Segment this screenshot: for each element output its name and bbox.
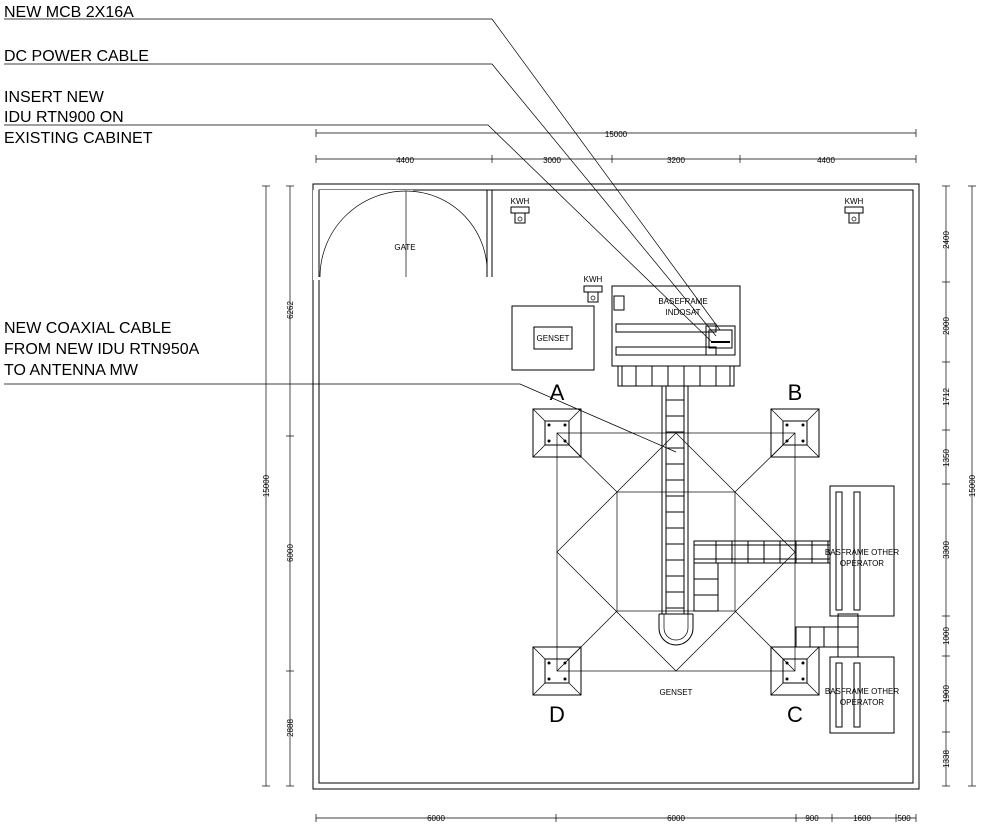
baseframe-other-operator-lower: BASFRAME OTHER OPERATOR [825,656,899,734]
baseframe-other-upper-label-2: OPERATOR [840,559,884,568]
tower-leg-footing-b [770,408,820,458]
baseframe-other-lower-label-2: OPERATOR [840,698,884,707]
genset-box-label: GENSET [537,334,570,343]
site-boundary [312,183,920,790]
callout-idu-line1: INSERT NEW [4,89,105,106]
dim-top-seg-3: 3200 [667,156,685,165]
tower-leg-label-d: D [549,702,565,727]
kwh-meter-2: KWH [844,197,864,224]
dim-bottom-seg-1: 6000 [427,814,445,823]
tower-footprint [556,432,796,672]
baseframe-indosat-label-1: BASEFRAME [658,297,707,306]
dim-bottom-seg-5: 500 [897,814,911,823]
kwh-meter-3-label: KWH [584,275,603,284]
dim-top-seg-4: 4400 [817,156,835,165]
baseframe-indosat: BASEFRAME INDOSAT [611,285,741,367]
leader-line-dc-cable [4,63,717,337]
dim-bottom-seg-2: 6000 [667,814,685,823]
callout-mcb: NEW MCB 2X16A [4,4,721,331]
dim-right-seg-5: 3300 [942,541,951,559]
callout-coax-line1: NEW COAXIAL CABLE [4,320,171,337]
dim-bottom-seg-4: 1600 [853,814,871,823]
dim-bottom-seg-3: 900 [805,814,819,823]
dim-right-seg-1: 2400 [942,231,951,249]
baseframe-other-operator-upper: BASFRAME OTHER OPERATOR [825,485,899,617]
dim-top-seg-2: 3000 [543,156,561,165]
dim-right-seg-8: 1338 [942,750,951,768]
dim-left-total: 15000 [262,474,271,497]
baseframe-other-lower-label-1: BASFRAME OTHER [825,687,899,696]
baseframe-indosat-label-2: INDOSAT [666,308,701,317]
dim-left-seg-3: 2888 [286,719,295,737]
tower-leg-footing-a [532,408,582,458]
dim-right-seg-6: 1000 [942,627,951,645]
dim-right-seg-3: 1712 [942,388,951,406]
callout-coax: NEW COAXIAL CABLE FROM NEW IDU RTN950A T… [4,320,677,453]
dim-right-seg-4: 1350 [942,449,951,467]
callout-coax-line3: TO ANTENNA MW [4,362,139,379]
gate-label: GATE [394,243,415,252]
genset-bottom-label: GENSET [660,688,693,697]
kwh-meter-1-label: KWH [511,197,530,206]
callout-idu: INSERT NEW IDU RTN900 ON EXISTING CABINE… [4,89,713,343]
tower-leg-footing-d [532,646,582,696]
tower-leg-label-c: C [787,702,803,727]
cable-ladder-vertical [658,385,694,646]
leader-line-coax [4,383,677,453]
callout-idu-line2: IDU RTN900 ON [4,109,124,126]
left-dimensions: 15000 6262 6000 2888 [262,185,295,787]
leader-line-mcb [4,18,721,331]
dim-right-seg-7: 1900 [942,685,951,703]
genset-box: GENSET [511,305,595,371]
callout-dc-cable: DC POWER CABLE [4,48,717,337]
right-dimensions: 2400 2000 1712 1350 3300 1000 1900 1338 … [942,185,977,787]
dim-right-seg-2: 2000 [942,317,951,335]
dim-left-seg-1: 6262 [286,301,295,319]
callout-mcb-text: NEW MCB 2X16A [4,4,134,21]
callout-coax-line2: FROM NEW IDU RTN950A [4,341,200,358]
bottom-dimensions: 6000 6000 900 1600 500 [315,814,917,823]
tower-leg-label-b: B [788,380,803,405]
dim-left-seg-2: 6000 [286,544,295,562]
baseframe-other-upper-label-1: BASFRAME OTHER [825,548,899,557]
gate: GATE [313,190,493,280]
cable-ladder-lower-link [795,613,859,658]
top-dimensions: 15000 4400 3000 3200 4400 [315,129,917,165]
tower-leg-label-a: A [550,380,565,405]
dim-right-total: 15000 [968,474,977,497]
callout-idu-line3: EXISTING CABINET [4,130,153,147]
kwh-meter-3: KWH [583,275,603,303]
tower-leg-footing-c [770,646,820,696]
leader-line-idu [4,124,713,343]
kwh-meter-1: KWH [510,197,530,224]
kwh-meter-2-label: KWH [845,197,864,206]
cable-ladder-horizontal [693,540,831,612]
callout-dc-cable-text: DC POWER CABLE [4,48,149,65]
dim-top-seg-1: 4400 [396,156,414,165]
cable-ladder-top [617,365,735,387]
dim-top-total: 15000 [605,130,628,139]
